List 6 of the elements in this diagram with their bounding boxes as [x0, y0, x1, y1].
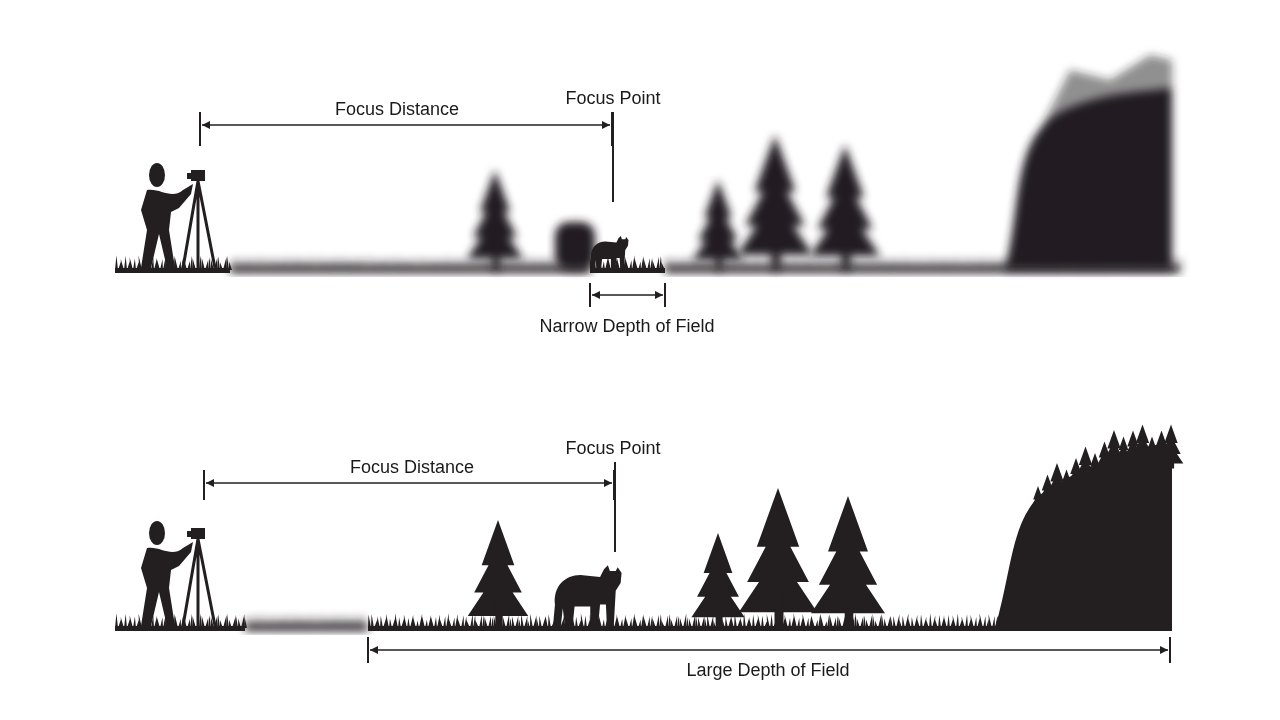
dimension-label: Focus Point	[565, 87, 661, 109]
dimension-label: Focus Distance	[349, 456, 475, 478]
dimension-label: Large Depth of Field	[686, 659, 850, 681]
dimension-label: Focus Point	[565, 437, 661, 459]
dimension-label: Narrow Depth of Field	[539, 315, 715, 337]
dimension-label: Focus Distance	[334, 98, 460, 120]
